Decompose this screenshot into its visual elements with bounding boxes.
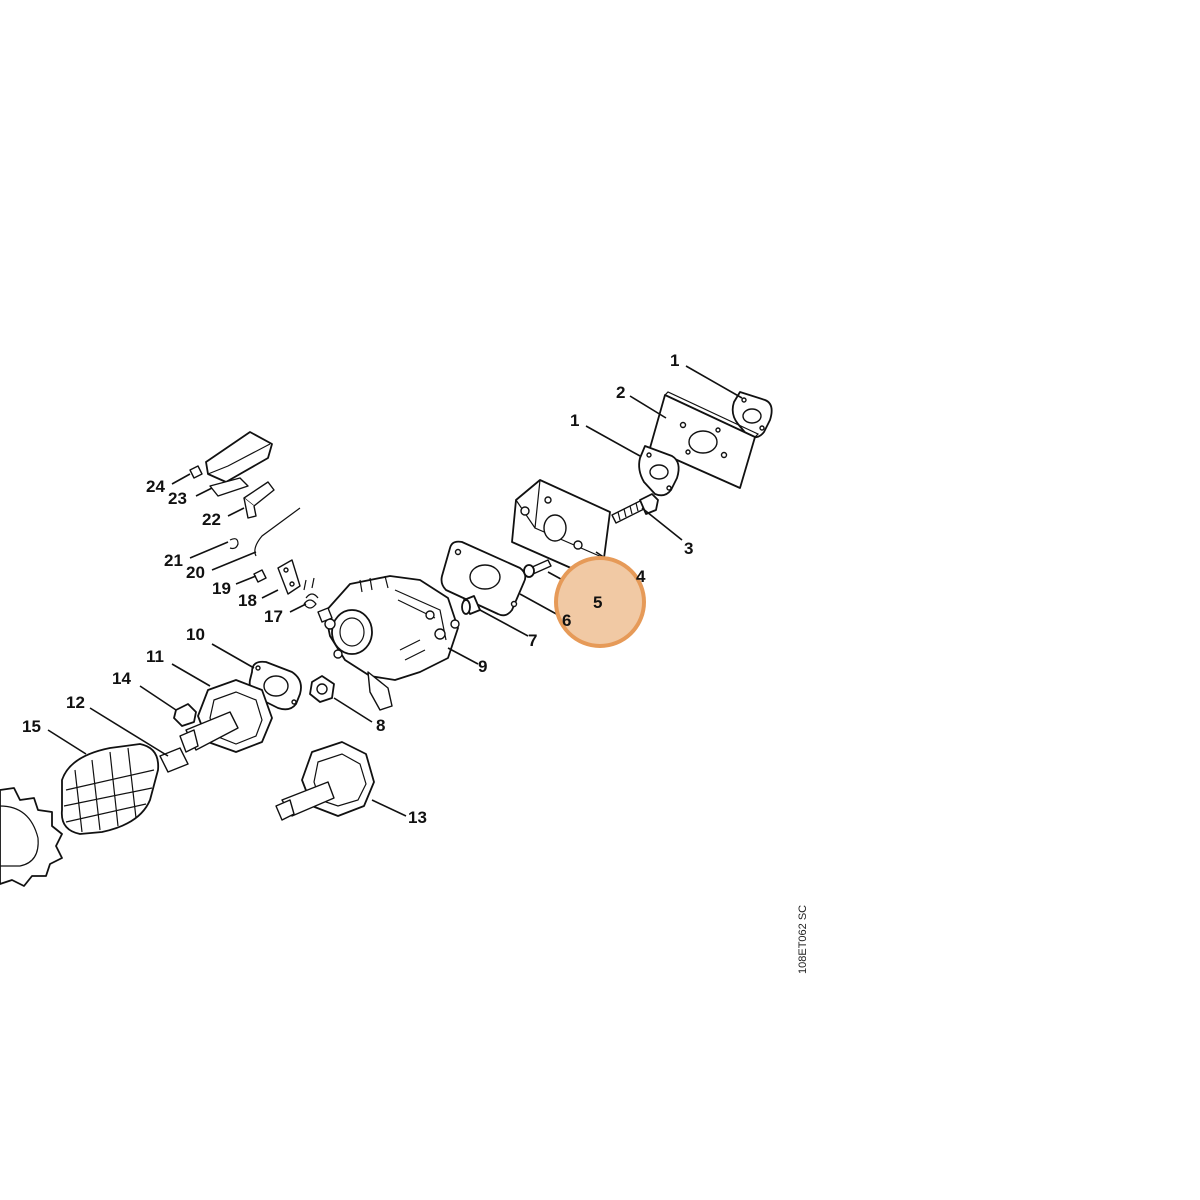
part-bracket: [189, 431, 273, 497]
part-flange-block: [511, 479, 611, 573]
callout-21: 21: [164, 551, 183, 570]
callout-1b: 1: [570, 411, 579, 430]
callout-15: 15: [22, 717, 41, 736]
callout-labels: 1 2 1 3 4 5 6 7 8 9 10 11 12 13 14 15 17…: [22, 351, 693, 827]
callout-4: 4: [636, 567, 646, 586]
callout-24: 24: [146, 477, 165, 496]
callout-7: 7: [528, 631, 537, 650]
part-gasket-carb: [440, 540, 527, 617]
part-pump-cover-lower: [275, 741, 375, 821]
part-gear: [0, 787, 63, 887]
callout-5: 5: [593, 593, 602, 612]
part-screw-small: [173, 703, 197, 727]
callout-11: 11: [146, 647, 164, 666]
part-bolt: [611, 493, 659, 524]
callout-23: 23: [168, 489, 187, 508]
part-clip: [229, 538, 239, 550]
callout-18: 18: [238, 591, 257, 610]
callout-14: 14: [112, 669, 131, 688]
callout-3: 3: [684, 539, 693, 558]
callout-20: 20: [186, 563, 205, 582]
part-wire: [254, 507, 301, 557]
callout-22: 22: [202, 510, 221, 529]
callout-19: 19: [212, 579, 231, 598]
callout-12: 12: [66, 693, 85, 712]
callout-13: 13: [408, 808, 427, 827]
callout-6: 6: [562, 611, 571, 630]
callout-10: 10: [186, 625, 205, 644]
callout-1a: 1: [670, 351, 679, 370]
callout-9: 9: [478, 657, 487, 676]
part-plate: [649, 391, 760, 489]
part-lever: [243, 481, 275, 519]
part-fitting: [309, 675, 335, 703]
part-screw-tiny: [253, 569, 267, 583]
part-screw: [523, 559, 552, 578]
highlight-marker: [554, 556, 646, 648]
drawing-code: 108ET062 SC: [797, 905, 809, 974]
callout-8: 8: [376, 716, 385, 735]
callout-17: 17: [264, 607, 283, 626]
part-filter: [60, 743, 160, 835]
callout-2: 2: [616, 383, 625, 402]
part-linkage-plate: [277, 559, 301, 595]
part-spring-small: [303, 577, 319, 609]
part-carburetor: [317, 575, 460, 711]
part-spring: [159, 747, 189, 773]
part-gasket-lower: [638, 445, 680, 497]
part-pump-cover: [179, 679, 273, 753]
part-gasket-top: [731, 391, 773, 439]
